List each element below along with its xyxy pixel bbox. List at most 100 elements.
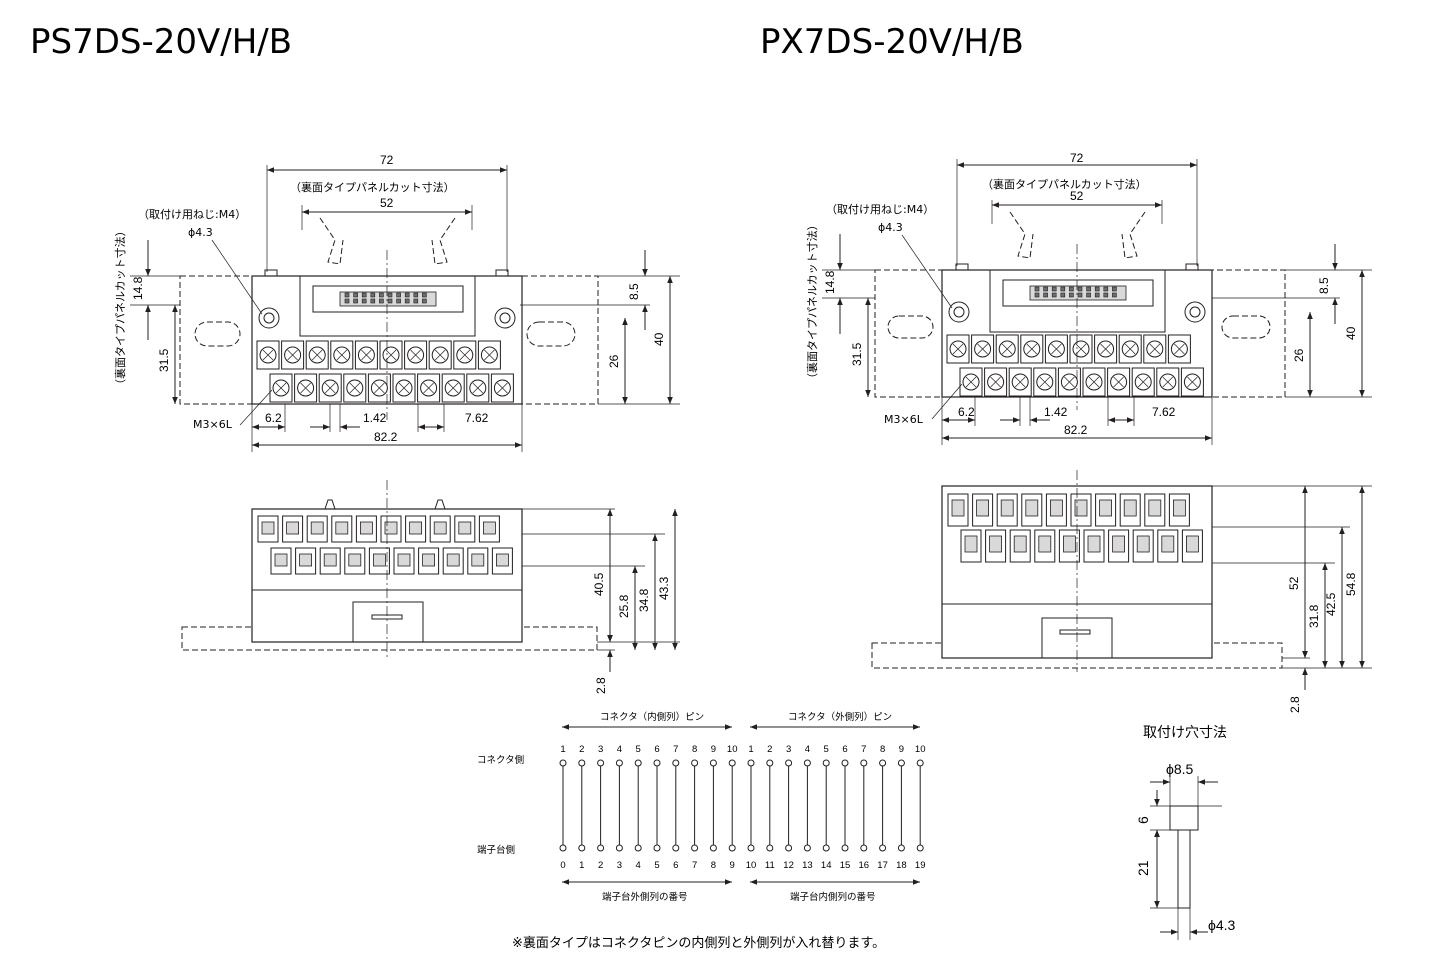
mount-screw-label: （取付け用ねじ:M4） [826,203,934,216]
connector-pin-number: 6 [654,744,659,755]
terminal-clamp [368,547,390,575]
connector-pin-number: 4 [805,744,810,755]
terminal-block [281,340,305,370]
terminal-clamp [442,547,464,575]
dim-21: 21 [1135,860,1151,876]
clamp-window [1173,499,1186,517]
connector-pin-number: 10 [915,744,926,755]
terminal-clamp [270,547,292,575]
pin-top-icon [860,759,868,767]
clamp-window [458,521,472,535]
connector-pin [413,292,419,298]
pin-top-icon [766,759,774,767]
clamp-window [335,521,349,535]
pin-top-icon [803,759,811,767]
connector-pin [353,292,358,298]
clamp-window [482,521,496,535]
terminal-screw-icon [974,340,992,358]
terminal-clamp [319,547,341,575]
dim-54-8: 54.8 [1344,572,1358,596]
terminal-screw-icon [308,346,326,364]
clamp-window [348,553,362,567]
terminal-number: 2 [598,860,603,871]
terminal-block [1107,367,1131,397]
clamp-window [310,521,324,535]
connector-pin [387,292,393,298]
dim-82-2: 82.2 [374,430,398,444]
dim-14-8: 14.8 [823,270,837,294]
dim-2-8: 2.8 [594,677,608,694]
terminal-block [379,340,403,370]
connector-pin [344,292,350,298]
terminal-block [318,373,342,403]
mount-screw-label: （取付け用ねじ:M4） [138,208,246,221]
pin-bottom-icon [728,844,736,852]
terminal-screw-icon [480,346,498,364]
terminal-screw-icon [420,379,438,397]
clamp-window [1136,535,1150,553]
terminal-clamp [380,515,402,543]
pin-bottom-icon [578,844,586,852]
terminal-number: 11 [765,860,775,871]
terminal-block [959,367,983,397]
terminal-screw-icon [493,379,511,397]
dim-72: 72 [1070,151,1084,165]
dim-31-5: 31.5 [850,342,864,366]
terminal-screw-icon [469,379,487,397]
terminal-number: 18 [896,860,907,871]
terminal-side-label: 端子台側 [477,844,515,856]
connector-pin [387,298,393,304]
connector-pin [1112,292,1117,298]
dim-8-5: 8.5 [1317,277,1331,294]
terminal-clamp [295,547,317,575]
pin-top-icon [728,759,736,767]
model-title-left: PS7DS-20V/H/B [30,22,292,62]
clamp-window [495,553,509,567]
terminal-clamp [1157,529,1179,563]
footnote: ※裏面タイプはコネクタピンの内側列と外側列が入れ替ります。 [512,935,885,951]
pin-bottom-icon [709,844,717,852]
connector-pin [361,298,367,304]
terminal-number: 16 [859,860,870,871]
terminal-clamp [1095,493,1117,527]
connector-pin-number: 3 [598,744,603,755]
dim-26: 26 [1292,348,1306,362]
pin-bottom-icon [860,844,868,852]
terminal-block [392,373,416,403]
terminal-screw-icon [1085,373,1103,391]
clamp-window [951,499,965,517]
clamp-window [1025,499,1039,517]
connector-pin [361,292,367,298]
terminal-block [1167,334,1191,364]
connector-pin [1077,286,1083,292]
connector-pin-number: 4 [617,744,622,755]
connector-pin [1043,292,1048,298]
terminal-block [490,373,514,403]
terminal-clamp [1119,493,1141,527]
connector-pin-number: 6 [842,744,847,755]
dim-43-3: 43.3 [657,576,671,600]
connector-pin [370,298,376,304]
dim-82-2: 82.2 [1064,423,1088,437]
terminal-screw-icon [259,346,277,364]
terminal-clamp [418,547,440,575]
connector-pin [422,298,427,304]
clamp-window [409,521,423,535]
terminal-screw-label: M3×6L [884,413,924,426]
terminal-number: 7 [692,860,697,871]
dim-40-5: 40.5 [592,572,606,596]
dim-7-62: 7.62 [1152,405,1176,419]
terminal-screw-icon [1110,373,1128,391]
connector-pin-number: 5 [824,744,829,755]
connector-pin [1034,292,1040,298]
terminal-screw-icon [444,379,462,397]
terminal-screw-icon [357,346,375,364]
clamp-window [989,535,1002,553]
terminal-clamp [960,529,982,563]
terminal-number: 8 [711,860,716,871]
terminal-number: 10 [746,860,757,871]
clamp-window [372,553,386,567]
terminal-clamp [454,515,476,543]
dim-2-8: 2.8 [1288,696,1302,713]
terminal-clamp [1021,493,1043,527]
